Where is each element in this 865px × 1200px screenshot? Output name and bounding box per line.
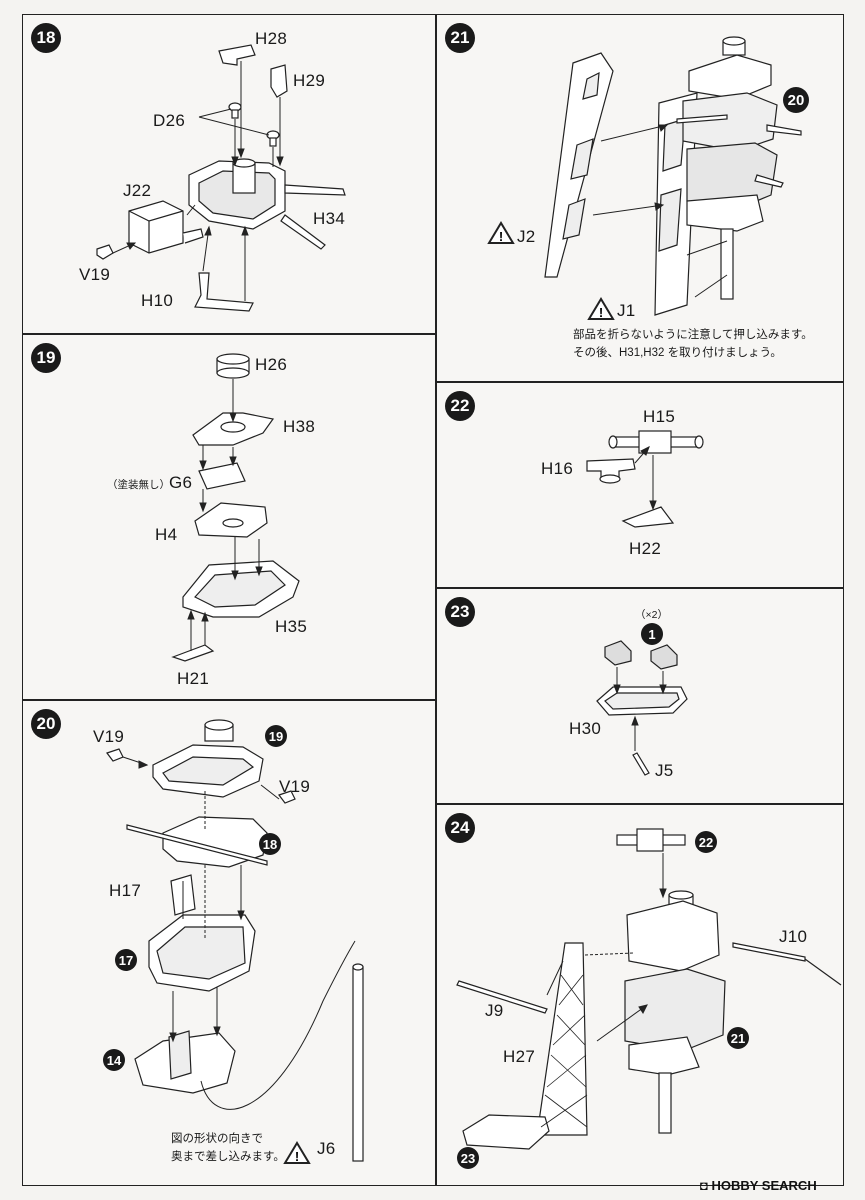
step-number-badge: 19 [31,343,61,373]
part-label: J1 [617,301,636,320]
step-24-panel: 24 [436,804,844,1186]
step-21-illustration: ! ! [487,36,802,320]
step-20-illustration: ! [106,719,364,1164]
step-reference-badge: 19 [265,725,287,747]
part-label: J5 [655,761,674,780]
step-reference-badge: 17 [115,949,137,971]
step-reference-badge: 22 [695,831,717,853]
part-label: H38 [283,417,316,436]
svg-text:!: ! [499,229,503,244]
part-label: H17 [109,881,142,900]
part-label: H10 [141,291,174,310]
watermark: ◘ HOBBY SEARCH [700,1178,817,1193]
step-reference-badge: 23 [457,1147,479,1169]
step-22-illustration [586,430,704,528]
assembly-note: 図の形状の向きで [171,1133,263,1145]
part-label: H21 [177,669,210,688]
step-number-badge: 18 [31,23,61,53]
warning-icon: ! ! [487,221,615,320]
part-label: H34 [313,209,346,228]
step-reference-badge: 14 [103,1049,125,1071]
part-label: V19 [93,727,125,746]
svg-text:!: ! [295,1149,299,1164]
step-number-badge: 24 [445,813,475,843]
step-reference-badge: 18 [259,833,281,855]
assembly-note: 奥まで差し込みます。 [171,1151,285,1163]
part-label: G6 [169,473,193,492]
step-18-illustration [96,44,346,312]
part-label: J6 [317,1139,336,1158]
part-label: H4 [155,525,178,544]
part-label: H29 [293,71,326,90]
step-24-illustration [456,828,842,1150]
step-18-panel: 18 [22,14,436,334]
part-label: D26 [153,111,186,130]
step-22-panel: 22 H15 H16 H22 [436,382,844,588]
part-label: H35 [275,617,308,636]
part-label: J22 [123,181,152,200]
step-number-badge: 22 [445,391,475,421]
part-label: J2 [517,227,536,246]
step-reference-badge: 1 [641,623,663,645]
step-20-panel: 20 [22,700,436,1186]
part-label: J10 [779,927,808,946]
part-label: H16 [541,459,574,478]
part-label: H22 [629,539,662,558]
camera-icon: ◘ [700,1178,708,1193]
part-label: H15 [643,407,676,426]
step-number-badge: 21 [445,23,475,53]
paint-note: （塗装無し） [107,479,170,491]
part-label: H27 [503,1047,536,1066]
part-label: V19 [279,777,311,796]
part-label: H28 [255,29,288,48]
quantity-note: （×2） [635,609,668,621]
step-19-panel: 19 [22,334,436,700]
step-23-panel: 23 （×2） 1 H30 J5 [436,588,844,804]
assembly-note: その後、H31,H32 を取り付けましょう。 [573,347,782,359]
step-number-badge: 23 [445,597,475,627]
part-label: V19 [79,265,111,284]
watermark-brand: HOBBY SEARCH [711,1178,817,1193]
part-label: H26 [255,355,288,374]
step-23-illustration [596,640,688,776]
assembly-note: 部品を折らないように注意して押し込みます。 [573,329,813,341]
part-label: J9 [485,1001,504,1020]
part-label: H30 [569,719,602,738]
step-19-illustration [171,353,300,662]
svg-text:!: ! [599,305,603,320]
step-reference-badge: 20 [783,87,809,113]
step-number-badge: 20 [31,709,61,739]
step-reference-badge: 21 [727,1027,749,1049]
step-21-panel: 21 [436,14,844,382]
warning-icon: ! [283,1141,311,1164]
